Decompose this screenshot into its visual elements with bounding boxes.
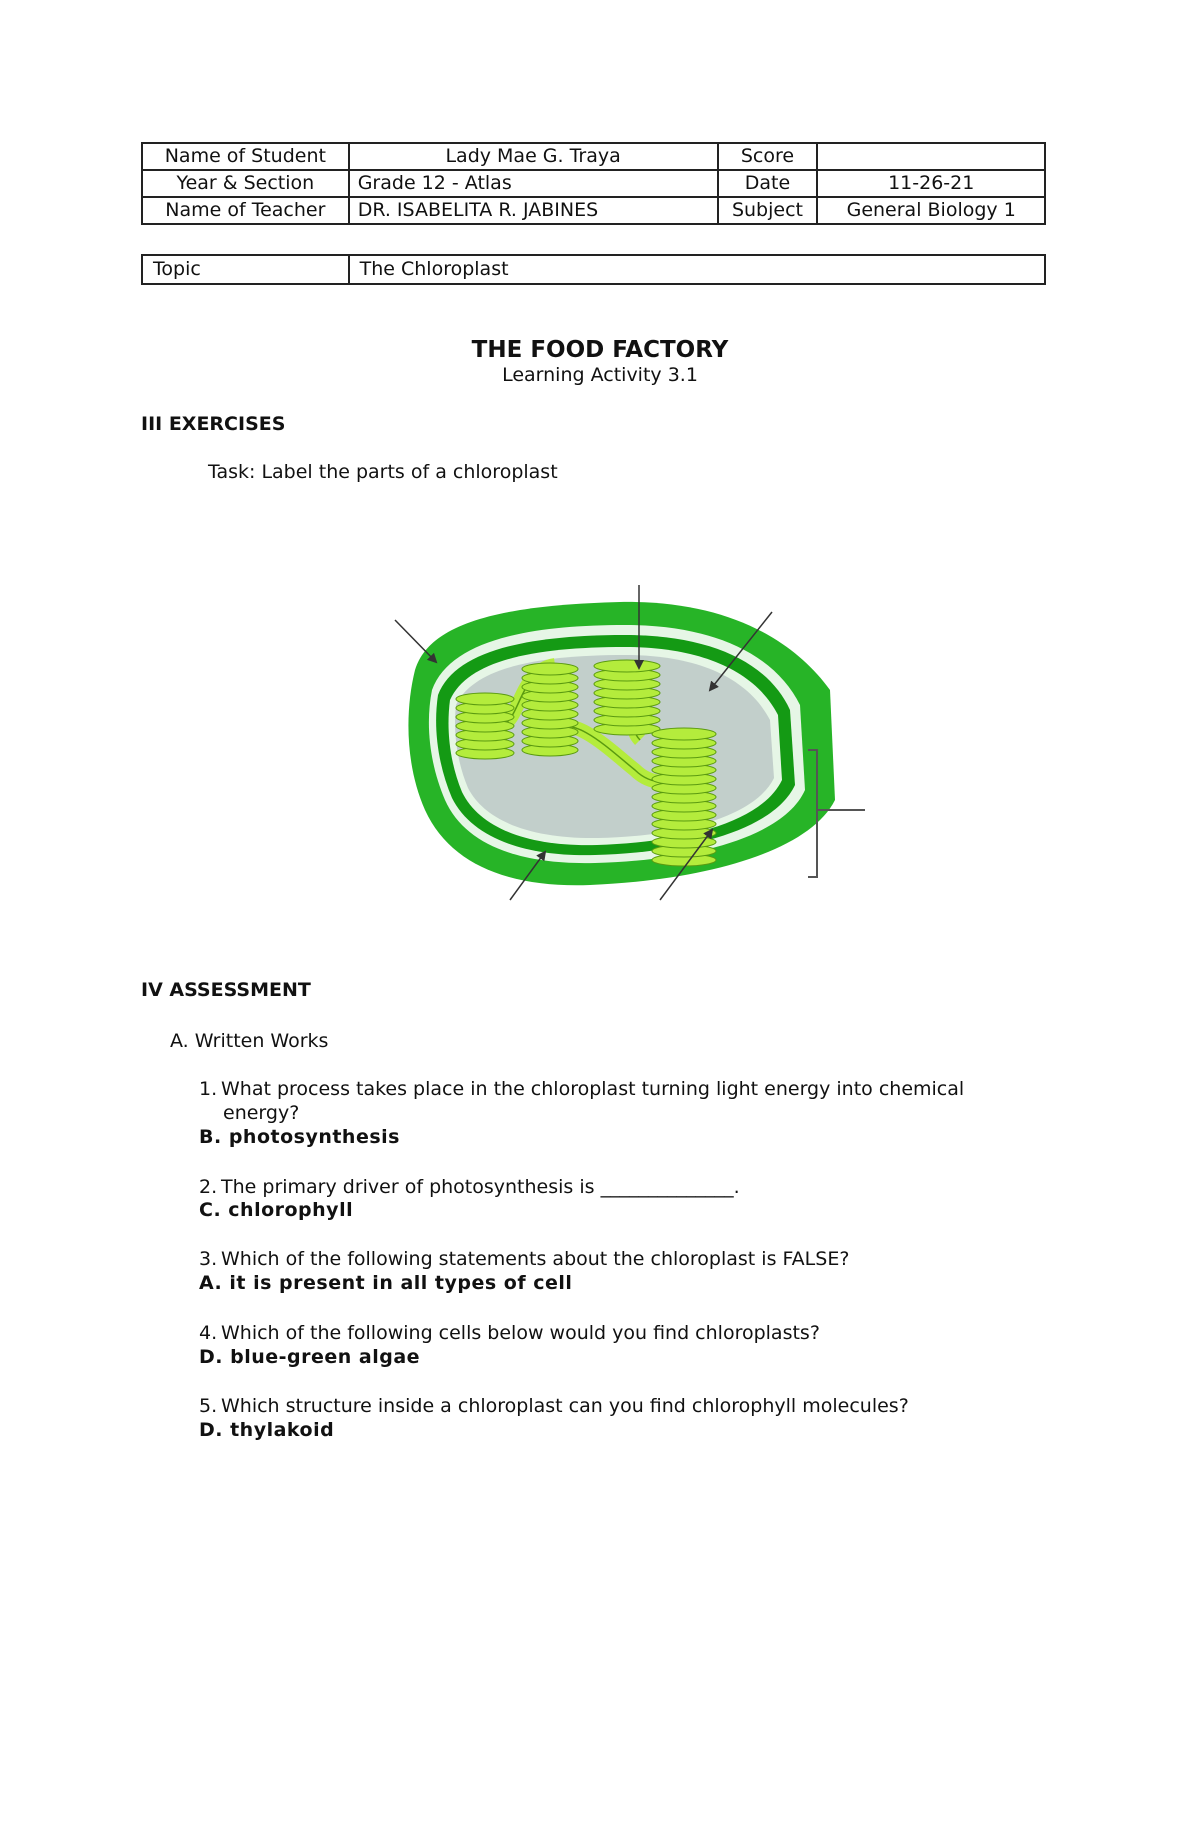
question-number: 1.	[199, 1078, 218, 1100]
written-works-heading: A. Written Works	[170, 1030, 329, 1052]
thylakoid-disc	[521, 662, 579, 676]
question-text: The primary driver of photosynthesis is …	[221, 1176, 740, 1198]
date-label: Date	[716, 169, 819, 198]
chloroplast-diagram	[394, 585, 865, 901]
teacher-label: Name of Teacher	[141, 196, 350, 225]
answer-1: B. photosynthesis	[199, 1126, 400, 1148]
granum-stack	[455, 692, 515, 760]
answer-4: D. blue-green algae	[199, 1346, 421, 1368]
answer-3: A. it is present in all types of cell	[199, 1272, 573, 1294]
student-info-table: Name of Student Lady Mae G. Traya Score …	[141, 142, 1046, 225]
topic-label: Topic	[141, 254, 350, 285]
page-subtitle: Learning Activity 3.1	[502, 364, 698, 386]
arrow-outer-membrane	[394, 619, 438, 664]
question-1: 1.What process takes place in the chloro…	[199, 1077, 1019, 1125]
assessment-heading: IV ASSESSMENT	[141, 979, 311, 1001]
task-instruction: Task: Label the parts of a chloroplast	[208, 461, 558, 483]
answer-5: D. thylakoid	[199, 1419, 335, 1441]
subject-value: General Biology 1	[816, 196, 1046, 225]
granum-stack	[651, 727, 717, 867]
table-row: Year & Section Grade 12 - Atlas Date 11-…	[141, 169, 1046, 198]
page-title: THE FOOD FACTORY	[471, 337, 729, 363]
table-row: Name of Student Lady Mae G. Traya Score	[141, 142, 1046, 171]
question-text-continued: energy?	[223, 1102, 300, 1124]
topic-table: Topic The Chloroplast	[141, 254, 1047, 285]
question-2: 2.The primary driver of photosynthesis i…	[199, 1175, 1019, 1199]
name-of-student-label: Name of Student	[141, 142, 350, 171]
question-number: 3.	[199, 1248, 218, 1270]
score-label: Score	[716, 142, 819, 171]
thylakoid-disc	[651, 727, 717, 741]
table-row: Topic The Chloroplast	[141, 254, 1047, 285]
question-number: 2.	[199, 1176, 218, 1198]
topic-value: The Chloroplast	[347, 254, 1047, 285]
granum-bracket	[808, 749, 865, 878]
diagram-arrows	[394, 585, 865, 901]
table-row: Name of Teacher DR. ISABELITA R. JABINES…	[141, 196, 1046, 225]
granum-stack	[521, 662, 579, 757]
exercises-heading: III EXERCISES	[141, 413, 286, 435]
teacher-value: DR. ISABELITA R. JABINES	[347, 196, 719, 225]
question-number: 5.	[199, 1395, 218, 1417]
arrow-lamella	[659, 828, 714, 901]
year-section-label: Year & Section	[141, 169, 350, 198]
question-text: Which of the following statements about …	[221, 1248, 850, 1270]
question-4: 4.Which of the following cells below wou…	[199, 1321, 1019, 1345]
arrow-thylakoid	[708, 611, 773, 692]
thylakoid-disc	[593, 659, 661, 673]
question-text: Which structure inside a chloroplast can…	[221, 1395, 909, 1417]
subject-label: Subject	[716, 196, 819, 225]
question-text: Which of the following cells below would…	[221, 1322, 820, 1344]
question-5: 5.Which structure inside a chloroplast c…	[199, 1394, 1019, 1418]
question-text: What process takes place in the chloropl…	[221, 1078, 965, 1100]
date-value: 11-26-21	[816, 169, 1046, 198]
thylakoid-disc	[455, 692, 515, 706]
year-section-value: Grade 12 - Atlas	[347, 169, 719, 198]
grana-group	[455, 659, 717, 867]
granum-stack	[593, 659, 661, 736]
name-of-student-value: Lady Mae G. Traya	[347, 142, 719, 171]
question-number: 4.	[199, 1322, 218, 1344]
score-value	[816, 142, 1046, 171]
question-3: 3.Which of the following statements abou…	[199, 1247, 1019, 1271]
arrow-stroma	[509, 850, 547, 901]
answer-2: C. chlorophyll	[199, 1199, 354, 1221]
